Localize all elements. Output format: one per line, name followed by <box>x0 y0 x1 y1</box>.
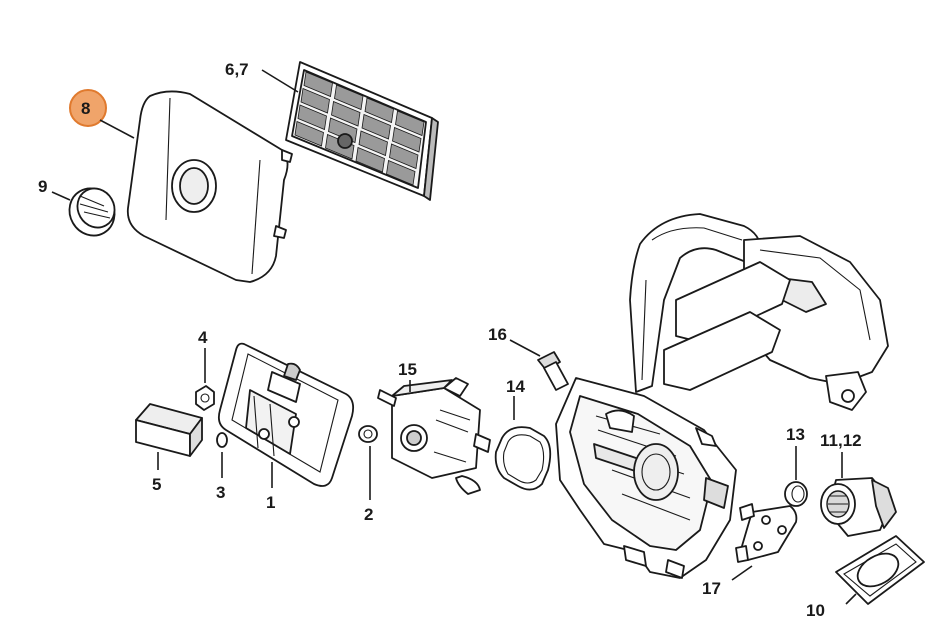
label-8[interactable]: 8 <box>81 99 90 118</box>
engine-housing <box>555 213 889 579</box>
filter-mesh-cell <box>297 104 327 131</box>
filter-mesh-cell <box>355 146 385 173</box>
selected-callout-badge <box>69 89 107 127</box>
snap-ring-part[interactable] <box>784 481 808 507</box>
label-9[interactable]: 9 <box>38 177 47 196</box>
filter-mesh-cell <box>386 159 416 186</box>
label-5[interactable]: 5 <box>152 475 161 494</box>
filter-mesh-cell <box>364 97 394 124</box>
label-2[interactable]: 2 <box>364 505 373 524</box>
twist-lock-knob-part[interactable] <box>61 180 123 244</box>
filter-mesh-cell <box>300 87 330 114</box>
intake-gasket-part[interactable] <box>835 535 925 605</box>
filter-mesh-cell <box>358 130 388 157</box>
base-plate-part[interactable] <box>217 342 355 487</box>
air-filter-part[interactable] <box>285 61 439 201</box>
foam-block-part[interactable] <box>135 403 203 457</box>
label-13[interactable]: 13 <box>786 425 805 444</box>
intake-filter-part[interactable] <box>820 477 897 537</box>
o-ring-part[interactable] <box>216 432 228 448</box>
gasket-part[interactable] <box>494 426 552 491</box>
filter-cover-part[interactable] <box>126 90 293 283</box>
label-6-7[interactable]: 6,7 <box>225 60 249 79</box>
filter-mesh-cell <box>294 120 324 147</box>
label-11-12[interactable]: 11,12 <box>820 431 862 450</box>
filter-mesh-cell <box>389 143 419 170</box>
nut-part[interactable] <box>195 385 215 411</box>
label-4[interactable]: 4 <box>198 328 208 347</box>
elbow-connector-part[interactable] <box>537 351 569 391</box>
label-14[interactable]: 14 <box>506 377 525 396</box>
label-16[interactable]: 16 <box>488 325 507 344</box>
label-17[interactable]: 17 <box>702 579 721 598</box>
bushing-part[interactable] <box>358 425 378 443</box>
filter-mesh-cell <box>334 84 364 111</box>
label-1[interactable]: 1 <box>266 493 275 512</box>
filter-mesh-cell <box>331 100 361 127</box>
mounting-bracket-part[interactable] <box>735 503 798 563</box>
carburetor-part[interactable] <box>377 377 491 495</box>
label-10[interactable]: 10 <box>806 601 825 620</box>
filter-mesh-cell <box>395 110 425 137</box>
label-3[interactable]: 3 <box>216 483 225 502</box>
filter-mesh-cell <box>361 113 391 140</box>
label-15[interactable]: 15 <box>398 360 417 379</box>
filter-mesh-cell <box>303 71 333 98</box>
filter-mesh-cell <box>392 126 422 153</box>
